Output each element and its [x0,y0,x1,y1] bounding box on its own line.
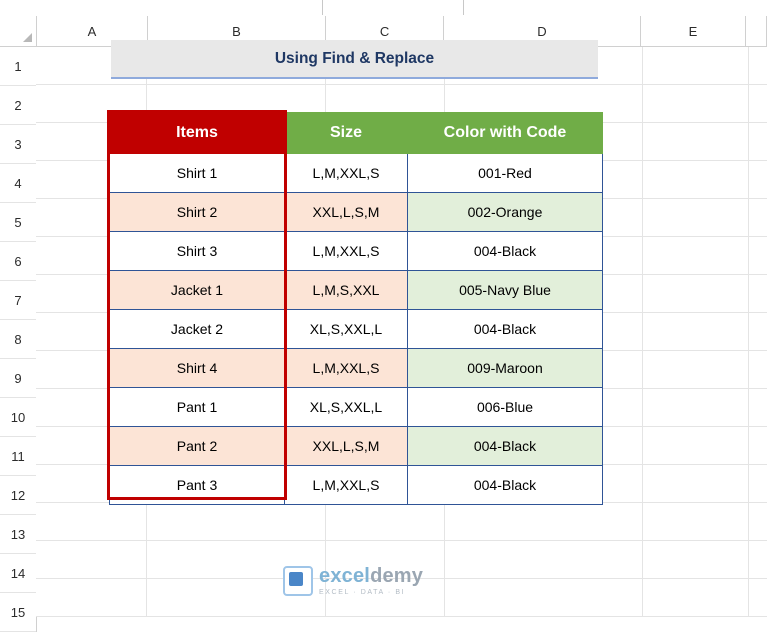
row-header-3[interactable]: 3 [0,125,36,164]
row-header-2-label: 2 [14,97,22,113]
column-header-e-label: E [688,23,698,39]
cell-size[interactable]: XXL,L,S,M [284,192,408,232]
cell-size[interactable]: XL,S,XXL,L [284,387,408,427]
row-header-11-label: 11 [11,448,25,464]
table-row[interactable]: Shirt 3 L,M,XXL,S 004-Black [109,231,603,271]
cell-size[interactable]: L,M,XXL,S [284,348,408,388]
row-header-4-label: 4 [14,175,22,191]
exceldemy-logo-icon [283,566,313,596]
cell-color[interactable]: 005-Navy Blue [407,270,603,310]
table-header-row: Items Size Color with Code [109,112,603,154]
cell-color[interactable]: 004-Black [407,465,603,505]
row-header-5[interactable]: 5 [0,203,36,242]
cell-size[interactable]: L,M,S,XXL [284,270,408,310]
cell-items[interactable]: Jacket 2 [109,309,285,349]
row-header-4[interactable]: 4 [0,164,36,203]
cell-color[interactable]: 004-Black [407,426,603,466]
select-all-corner[interactable] [0,16,37,46]
cell-items[interactable]: Shirt 2 [109,192,285,232]
watermark: exceldemy EXCEL · DATA · BI [283,560,483,602]
row-header-1[interactable]: 1 [0,47,36,86]
row-header-11[interactable]: 11 [0,437,36,476]
row-header-8[interactable]: 8 [0,320,36,359]
row-header-13-label: 13 [10,526,26,542]
row-header-9-label: 9 [14,370,22,386]
formula-bar-band [0,0,767,17]
row-header-12-label: 12 [10,487,26,503]
column-header-items: Items [109,112,285,154]
cell-color[interactable]: 001-Red [407,153,603,193]
table-row[interactable]: Shirt 4 L,M,XXL,S 009-Maroon [109,348,603,388]
row-header-15[interactable]: 15 [0,593,36,632]
cell-color[interactable]: 009-Maroon [407,348,603,388]
cell-size[interactable]: L,M,XXL,S [284,153,408,193]
row-header-15-label: 15 [10,604,26,620]
row-header-5-label: 5 [14,214,22,230]
table-row[interactable]: Jacket 1 L,M,S,XXL 005-Navy Blue [109,270,603,310]
watermark-brand: exceldemy [319,566,423,586]
cell-color[interactable]: 004-Black [407,309,603,349]
sheet-title-banner: Using Find & Replace [111,40,598,79]
table-row[interactable]: Pant 2 XXL,L,S,M 004-Black [109,426,603,466]
column-header-size: Size [284,112,408,154]
cell-size[interactable]: L,M,XXL,S [284,231,408,271]
table-row[interactable]: Pant 1 XL,S,XXL,L 006-Blue [109,387,603,427]
column-header-a-label: A [87,23,97,39]
row-header-12[interactable]: 12 [0,476,36,515]
watermark-tagline: EXCEL · DATA · BI [319,589,406,596]
row-header-column: 1 2 3 4 5 6 7 8 9 10 11 12 13 14 15 [0,47,37,632]
row-header-6[interactable]: 6 [0,242,36,281]
column-header-color-with-code: Color with Code [407,112,603,154]
row-header-14-label: 14 [10,565,26,581]
name-box[interactable] [322,0,464,15]
row-header-6-label: 6 [14,253,22,269]
cell-color[interactable]: 002-Orange [407,192,603,232]
row-header-14[interactable]: 14 [0,554,36,593]
row-header-10-label: 10 [10,409,26,425]
cell-items[interactable]: Shirt 4 [109,348,285,388]
cell-size[interactable]: XL,S,XXL,L [284,309,408,349]
row-header-10[interactable]: 10 [0,398,36,437]
cell-items[interactable]: Shirt 1 [109,153,285,193]
table-row[interactable]: Jacket 2 XL,S,XXL,L 004-Black [109,309,603,349]
watermark-text: exceldemy EXCEL · DATA · BI [319,566,423,596]
row-header-7-label: 7 [14,292,22,308]
watermark-brand-b: demy [370,565,424,587]
column-header-d-label: D [537,23,547,39]
cell-items[interactable]: Shirt 3 [109,231,285,271]
row-header-8-label: 8 [14,331,22,347]
row-header-3-label: 3 [14,136,22,152]
row-header-1-label: 1 [14,58,22,74]
column-header-f[interactable] [746,16,767,46]
column-header-b-label: B [232,23,241,39]
column-header-c-label: C [379,23,390,39]
cell-items[interactable]: Pant 1 [109,387,285,427]
cell-size[interactable]: L,M,XXL,S [284,465,408,505]
select-all-triangle-icon [22,33,32,42]
row-header-7[interactable]: 7 [0,281,36,320]
row-header-2[interactable]: 2 [0,86,36,125]
table-row[interactable]: Shirt 1 L,M,XXL,S 001-Red [109,153,603,193]
cell-color[interactable]: 004-Black [407,231,603,271]
page-title: Using Find & Replace [274,49,435,67]
data-table: Items Size Color with Code Shirt 1 L,M,X… [109,112,603,505]
cell-size[interactable]: XXL,L,S,M [284,426,408,466]
column-header-e[interactable]: E [640,16,747,46]
row-header-13[interactable]: 13 [0,515,36,554]
cell-items[interactable]: Jacket 1 [109,270,285,310]
table-row[interactable]: Pant 3 L,M,XXL,S 004-Black [109,465,603,505]
watermark-brand-a: excel [319,565,371,587]
table-row[interactable]: Shirt 2 XXL,L,S,M 002-Orange [109,192,603,232]
cell-items[interactable]: Pant 2 [109,426,285,466]
cell-color[interactable]: 006-Blue [407,387,603,427]
row-header-9[interactable]: 9 [0,359,36,398]
cell-items[interactable]: Pant 3 [109,465,285,505]
